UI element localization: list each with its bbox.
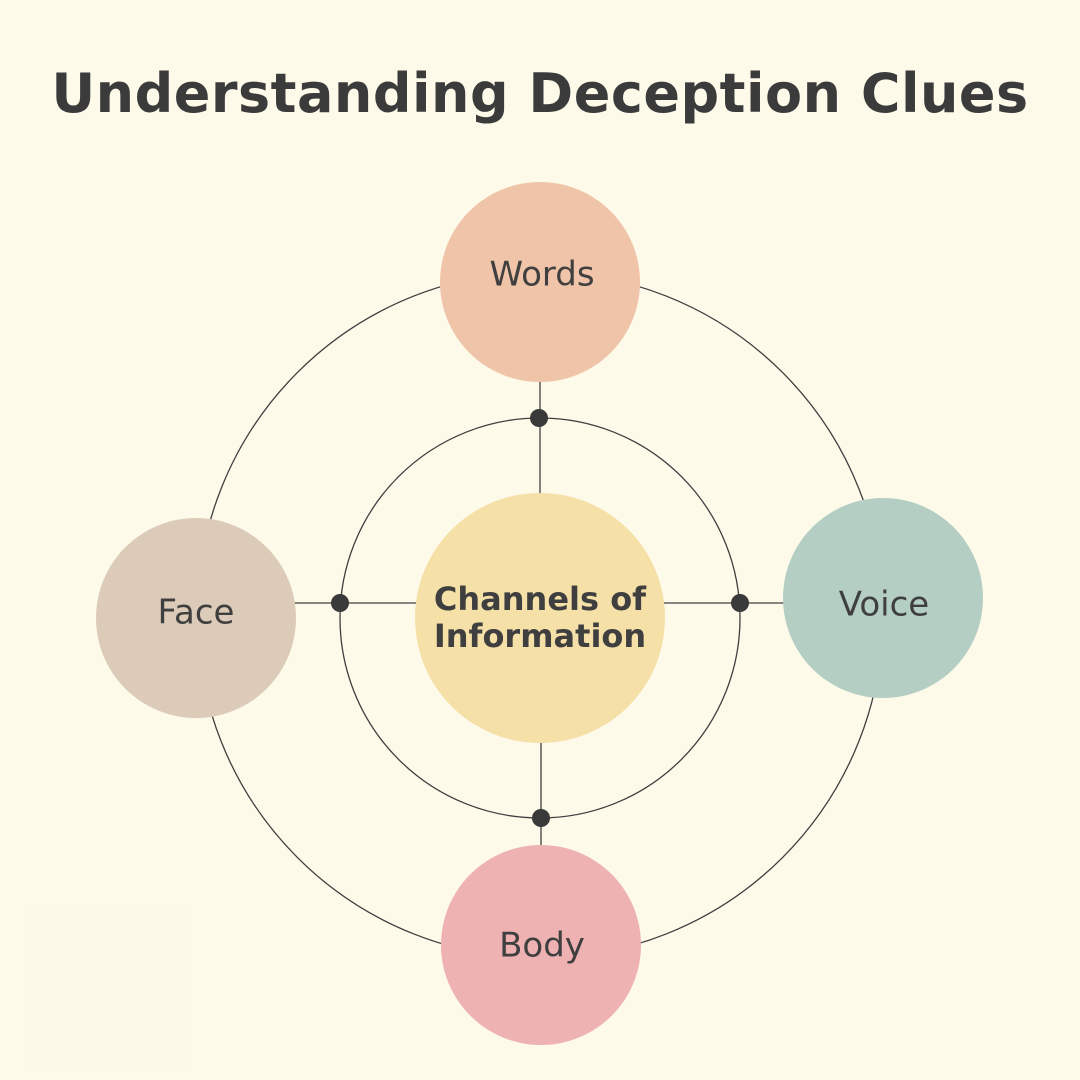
center-label-line2: Information: [434, 617, 646, 655]
junction-dot-top: [530, 409, 548, 427]
junction-dot-left: [331, 594, 349, 612]
junction-dot-right: [731, 594, 749, 612]
page-title: Understanding Deception Clues: [51, 62, 1029, 125]
node-words-label: Words: [489, 255, 594, 295]
center-label-line1: Channels of: [434, 580, 647, 618]
faded-watermark: [24, 903, 190, 1069]
center-node: [415, 493, 665, 743]
node-face: [96, 518, 296, 718]
junction-dot-bottom: [532, 809, 550, 827]
node-body-label: Body: [499, 926, 585, 966]
node-body: [441, 845, 641, 1045]
node-words: [440, 182, 640, 382]
node-voice-label: Voice: [839, 585, 929, 625]
node-voice: [783, 498, 983, 698]
node-face-label: Face: [158, 593, 235, 633]
